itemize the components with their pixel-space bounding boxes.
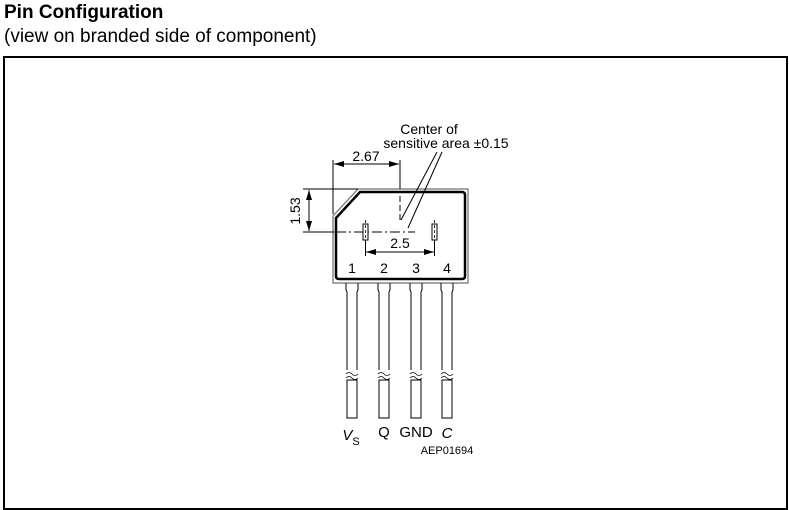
pin-label-3: GND: [399, 424, 433, 441]
pin-lead-4: [440, 283, 454, 419]
pin-number-3: 3: [412, 260, 420, 276]
pin-number-4: 4: [443, 260, 451, 276]
dimension-label-spacing: 2.5: [390, 235, 410, 251]
package-body: [332, 188, 469, 284]
annotation-leaders: [400, 151, 443, 229]
center-lines: [336, 196, 415, 233]
pin-lead-2: [377, 283, 391, 419]
pin-number-1: 1: [348, 260, 356, 276]
pin-label-1: VS: [342, 427, 359, 448]
pin-label-4: C: [442, 425, 453, 442]
dimension-1-53: [303, 188, 358, 233]
page-title: Pin Configuration: [4, 2, 164, 23]
pin-label-2: Q: [378, 424, 390, 441]
diagram-frame: [3, 56, 788, 510]
annotation-line-2: sensitive area ±0.15: [383, 135, 508, 151]
dimension-2-67: [332, 160, 401, 214]
part-code: AEP01694: [421, 445, 474, 457]
annotation-line-1: Center of: [400, 121, 458, 137]
pin-lead-1: [345, 283, 359, 419]
pin-lead-3: [409, 283, 423, 419]
dimension-label-horizontal: 2.67: [352, 148, 379, 164]
page-subtitle: (view on branded side of component): [4, 26, 317, 47]
dimension-label-vertical: 1.53: [287, 197, 303, 224]
pin-leads: [345, 283, 454, 419]
pin-number-2: 2: [380, 260, 388, 276]
dimension-2-5: [365, 240, 435, 256]
